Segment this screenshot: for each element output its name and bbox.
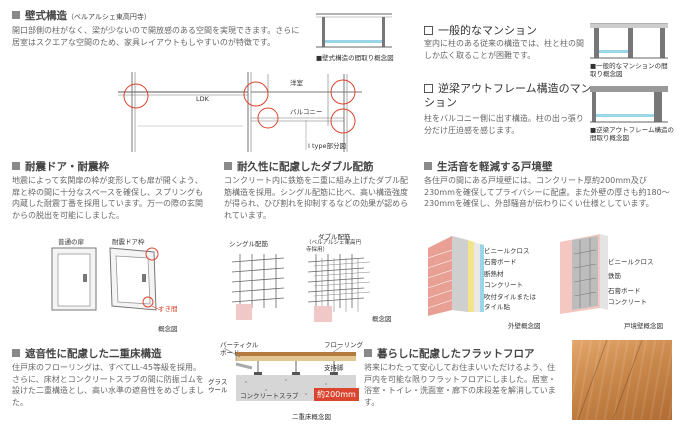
square-bullet-icon <box>424 162 432 170</box>
square-bullet-icon <box>12 349 20 357</box>
general-mansion-title: 一般的なマンション <box>424 22 537 38</box>
general-mansion-text: 室内に柱のある従来の構造では、柱と柱の間しか広く取ることが困難です。 <box>424 39 584 60</box>
floor-plan-washitsu-label: 洋室 <box>290 79 303 87</box>
boundary-wall-text: 各住戸の間にある戸境壁には、コンクリート厚約200mm及び230mmを確保してプ… <box>424 176 670 209</box>
floor-plan-balcony-label: バルコニー <box>290 108 323 116</box>
outbeam-caption: ■逆梁アウトフレーム構造の間取り概念図 <box>590 126 674 142</box>
double-rebar-label: ダブル配筋 <box>318 233 351 241</box>
party-wall-label: 鉄筋 <box>608 272 621 280</box>
floor-plan-type-label: I type部分図 <box>308 142 347 150</box>
outer-wall-label: 石膏ボード <box>484 258 517 266</box>
wall-structure-subtitle: （ベルアルシェ東高円寺） <box>67 13 151 21</box>
double-floor-caption: 二重床概念図 <box>292 413 331 421</box>
outer-wall-label: 吹付タイルまたは <box>484 293 536 301</box>
square-bullet-icon <box>224 162 232 170</box>
outbeam-text: 柱をバルコニー側に出す構造。柱の出っ張り分だけ圧迫感を感じます。 <box>424 114 584 135</box>
wall-structure-caption: ■壁式構造の間取り概念図 <box>316 54 394 62</box>
outbeam-concept-diagram <box>590 86 668 123</box>
wall-structure-title: 壁式構造（ベルアルシェ東高円寺） <box>12 8 151 23</box>
seismic-door-title: 耐震ドア・耐震枠 <box>12 159 109 174</box>
square-bullet-icon <box>364 349 372 357</box>
general-mansion-concept-diagram <box>590 23 668 59</box>
normal-door-label: 普通の扉 <box>58 238 84 246</box>
party-wall-caption: 戸境壁概念図 <box>624 322 663 330</box>
floor-plan-ldk-label: LDK <box>196 95 209 103</box>
checkbox-square-icon <box>424 84 433 93</box>
party-wall-label: コンクリート <box>608 298 647 306</box>
double-floor-title: 遮音性に配慮した二重床構造 <box>12 346 162 361</box>
outer-wall-label: ビニールクロス <box>484 247 530 255</box>
double-floor-text: 住戸床のフローリングは、すべてLL-45等級を採用。さらに、床材とコンクリートス… <box>12 363 204 407</box>
outer-wall-caption: 外壁概念図 <box>508 322 541 330</box>
party-wall-diagram <box>560 234 608 314</box>
outbeam-title: 逆梁アウトフレーム構造のマンション <box>424 82 592 109</box>
single-rebar-label: シングル配筋 <box>229 240 268 248</box>
concrete-slab-label: コンクリートスラブ <box>240 392 299 400</box>
flat-floor-photo <box>572 340 672 420</box>
outer-wall-label: 断熱材 <box>484 270 504 278</box>
door-diagram <box>51 247 161 311</box>
square-bullet-icon <box>12 162 20 170</box>
rebar-diagram <box>231 254 371 322</box>
gap-label: すき間 <box>158 305 178 313</box>
outer-wall-label: タイル貼 <box>484 303 510 311</box>
boundary-wall-title: 生活音を軽減する戸境壁 <box>424 159 553 174</box>
seismic-door-frame-label: 耐震ドア枠 <box>112 238 145 246</box>
double-rebar-title: 耐久性に配慮したダブル配筋 <box>224 159 374 174</box>
outer-wall-label: コンクリート <box>484 281 523 289</box>
support-leg-label: 支持脚 <box>324 364 344 372</box>
flat-floor-title: 暮らしに配慮したフラットフロア <box>364 346 535 361</box>
floor-plan-diagram <box>118 72 362 152</box>
party-wall-label: 石膏ボード <box>608 287 641 295</box>
wall-structure-concept-diagram <box>316 13 392 48</box>
wall-structure-text: 開口部側の柱がなく、梁が少ないので開放感のある空間を実現できます。さらに居室はス… <box>12 26 300 47</box>
double-rebar-sublabel: （ベルアルシェ東高円寺採用） <box>306 240 361 253</box>
seismic-door-text: 地震によって玄関扉の枠が変形しても扉が開くよう、扉と枠の間に十分なスペースを確保… <box>12 176 204 220</box>
general-mansion-caption: ■一般的なマンションの間取り概念図 <box>590 62 668 78</box>
particle-board-label: パーティクルボード <box>220 341 259 357</box>
double-rebar-caption: 概念図 <box>372 315 392 323</box>
flooring-label: フローリング <box>324 341 363 349</box>
thickness-badge: 約200mm <box>314 388 359 401</box>
double-rebar-text: コンクリート内に鉄筋を二重に組み上げたダブル配筋構造を採用。シングル配筋に比べ、… <box>224 176 409 220</box>
checkbox-square-icon <box>424 26 433 35</box>
flat-floor-text: 将来にわたって安心してお住まいいただけるよう、住戸内を可能な限りフラットフロアに… <box>364 363 556 407</box>
glass-wool-label: グラスウール <box>208 378 228 394</box>
outer-wall-diagram <box>427 236 484 316</box>
seismic-door-caption: 概念図 <box>158 325 178 333</box>
square-bullet-icon <box>12 11 20 19</box>
party-wall-label: ビニールクロス <box>608 258 654 266</box>
